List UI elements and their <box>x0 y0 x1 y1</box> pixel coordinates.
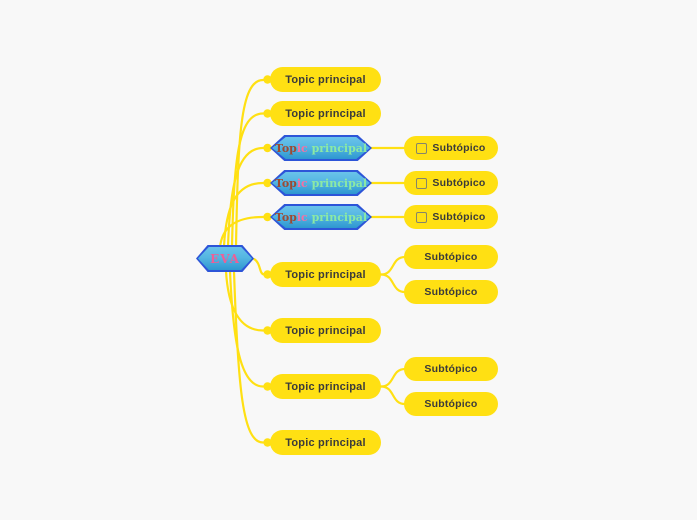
checkbox-icon[interactable] <box>416 211 428 223</box>
subtopic-label: Subtópico <box>432 211 486 223</box>
topic-label: Topic principal <box>285 73 366 86</box>
root-hexagon-fill <box>198 247 252 270</box>
topic-node-1[interactable]: Topic principal <box>270 67 381 92</box>
topic-label: Topic principal <box>285 107 366 120</box>
connector-topic8-subtopic-6 <box>379 367 407 388</box>
subtopic-node-1[interactable]: Subtópico <box>404 136 498 160</box>
topic-node-8[interactable]: Topic principal <box>270 374 381 399</box>
subtopic-label: Subtópico <box>424 251 478 263</box>
topic-label: Topic principal <box>285 268 366 281</box>
subtopic-node-3[interactable]: Subtópico <box>404 205 498 229</box>
subtopic-label: Subtópico <box>424 363 478 375</box>
hexagon-fill <box>272 172 370 194</box>
topic-label: Topic principal <box>285 380 366 393</box>
subtopic-label: Subtópico <box>424 286 478 298</box>
topic-node-7[interactable]: Topic principal <box>270 318 381 343</box>
subtopic-label: Subtópico <box>424 398 478 410</box>
connector-root-topic-7 <box>224 269 265 332</box>
connector-root-topic-2 <box>230 112 265 248</box>
subtopic-node-7[interactable]: Subtópico <box>404 392 498 416</box>
connector-topic6-subtopic-4 <box>379 255 407 276</box>
connector-root-topic-9 <box>232 269 265 444</box>
topic-label: Topic principal <box>285 324 366 337</box>
checkbox-icon[interactable] <box>416 142 428 154</box>
subtopic-node-5[interactable]: Subtópico <box>404 280 498 304</box>
connector-root-topic-1 <box>234 78 265 248</box>
connector-root-topic-3 <box>226 146 265 248</box>
connector-root-topic-4 <box>222 181 265 248</box>
connector-topic6-subtopic-5 <box>379 273 407 294</box>
topic-node-2[interactable]: Topic principal <box>270 101 381 126</box>
subtopic-label: Subtópico <box>432 142 486 154</box>
root-node-label: EVA <box>210 251 240 266</box>
connector-topic8-subtopic-7 <box>379 385 407 406</box>
topic-node-6[interactable]: Topic principal <box>270 262 381 287</box>
topic-label: Topic principal <box>285 436 366 449</box>
subtopic-node-6[interactable]: Subtópico <box>404 357 498 381</box>
hexagon-fill <box>272 206 370 228</box>
topic-node-9[interactable]: Topic principal <box>270 430 381 455</box>
subtopic-label: Subtópico <box>432 177 486 189</box>
subtopic-node-4[interactable]: Subtópico <box>404 245 498 269</box>
connector-root-topic-5 <box>218 215 265 249</box>
connector-root-topic-6 <box>252 257 266 276</box>
hexagon-fill <box>272 137 370 159</box>
checkbox-icon[interactable] <box>416 177 428 189</box>
connector-root-topic-8 <box>228 269 265 388</box>
root-node-eva[interactable]: EVA <box>196 245 254 272</box>
subtopic-node-2[interactable]: Subtópico <box>404 171 498 195</box>
